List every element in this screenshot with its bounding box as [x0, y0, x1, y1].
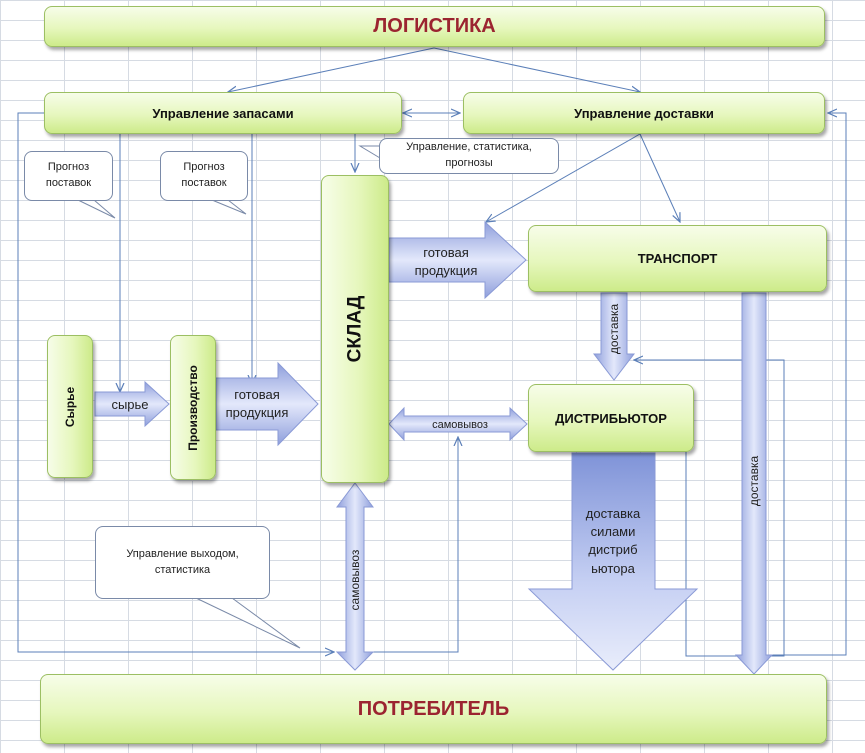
warehouse-to-transport-arrow: [388, 220, 527, 300]
consumer-title: ПОТРЕБИТЕЛЬ: [357, 697, 510, 720]
management-stats-callout: Управление, статистика, прогнозы: [379, 138, 559, 174]
block-arrows: [94, 220, 774, 675]
raw-arrow-label: сырье: [100, 396, 160, 414]
raw-materials-box[interactable]: Сырье: [47, 335, 93, 478]
forecast-callout-2: Прогноз поставок: [160, 151, 248, 201]
distributor-delivery-arrow: [527, 452, 699, 671]
production-to-warehouse-arrow: [215, 361, 319, 447]
distributor-delivery-line-2: силами: [590, 524, 636, 540]
product-arrow-2-line-2: продукция: [414, 262, 478, 278]
pickup-horizontal-arrow: [388, 406, 528, 442]
pickup-horizontal-text: самовывоз: [432, 419, 488, 431]
management-stats-line-1: Управление, статистика,: [406, 141, 532, 154]
warehouse-box[interactable]: СКЛАД: [321, 175, 389, 483]
forecast-callout-1-line-1: Прогноз: [47, 161, 90, 174]
product-arrow-1-line-2: продукция: [225, 404, 289, 420]
logistics-title: ЛОГИСТИКА: [373, 15, 496, 37]
forecast-callout-1: Прогноз поставок: [24, 151, 113, 201]
inventory-management-label: Управление запасами: [152, 105, 294, 121]
distributor-label: ДИСТРИБЬЮТОР: [555, 410, 667, 426]
transport-to-consumer-arrow: [734, 292, 774, 675]
forecast-callout-2-line-1: Прогноз: [183, 161, 225, 174]
product-arrow-label-2: готовая продукция: [396, 244, 496, 279]
forecast-callout-1-line-2: поставок: [45, 177, 92, 189]
production-box[interactable]: Производство: [170, 335, 216, 480]
logistics-box[interactable]: ЛОГИСТИКА: [44, 6, 825, 47]
product-arrow-2-line-1: готовая: [423, 245, 469, 260]
right-delivery-text: доставка: [747, 455, 761, 507]
distributor-delivery-line-3: дистриб: [588, 542, 638, 558]
delivery-management-label: Управление доставки: [574, 105, 714, 121]
raw-materials-label: Сырье: [62, 386, 77, 427]
raw-arrow-text: сырье: [111, 397, 149, 412]
pickup-vertical-arrow: [335, 482, 375, 671]
transport-label: ТРАНСПОРТ: [637, 251, 718, 266]
distributor-delivery-line-1: доставка: [585, 506, 641, 521]
inventory-management-box[interactable]: Управление запасами: [44, 92, 402, 134]
distributor-delivery-line-4: ьютора: [591, 560, 635, 576]
output-management-line-2: статистика: [154, 563, 211, 576]
transport-box[interactable]: ТРАНСПОРТ: [528, 225, 827, 292]
pickup-vertical-text: самовывоз: [348, 549, 362, 611]
pickup-horizontal-label: самовывоз: [415, 418, 505, 433]
output-management-line-1: Управление выходом,: [126, 547, 239, 560]
distributor-delivery-label: доставка силами дистриб ьютора: [568, 505, 658, 578]
raw-to-production-arrow: [94, 380, 170, 428]
production-label: Производство: [186, 364, 201, 451]
callout-tails: [77, 145, 381, 649]
pickup-vertical-label: самовывоз: [348, 545, 362, 615]
transport-to-distributor-arrow: [592, 292, 636, 381]
product-arrow-1-line-1: готовая: [234, 387, 280, 402]
product-arrow-label-1: готовая продукция: [212, 386, 302, 421]
consumer-box[interactable]: ПОТРЕБИТЕЛЬ: [40, 674, 827, 744]
output-management-callout: Управление выходом, статистика: [95, 526, 270, 599]
distributor-box[interactable]: ДИСТРИБЬЮТОР: [528, 384, 694, 452]
transport-delivery-label: доставка: [607, 295, 621, 363]
transport-delivery-text: доставка: [607, 303, 621, 355]
right-delivery-label: доставка: [747, 447, 761, 515]
forecast-callout-2-line-2: поставок: [181, 177, 227, 189]
warehouse-label: СКЛАД: [344, 295, 365, 363]
delivery-management-box[interactable]: Управление доставки: [463, 92, 825, 134]
management-stats-line-2: прогнозы: [445, 157, 493, 169]
